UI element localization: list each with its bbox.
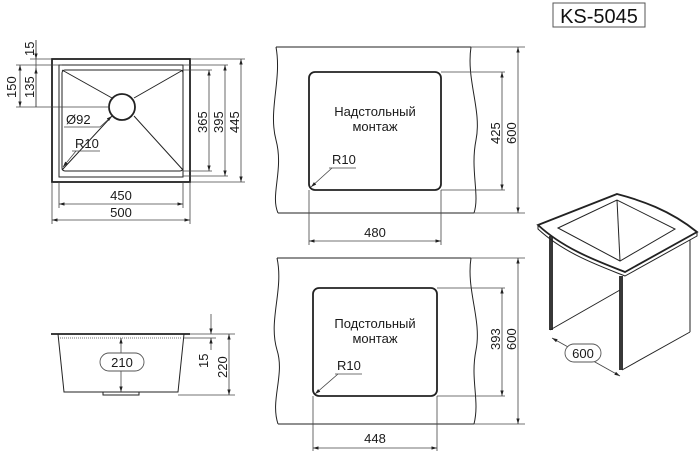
drain-hole	[108, 93, 136, 121]
dim-395: 395	[211, 111, 226, 133]
overmount-depth: 600	[504, 122, 519, 144]
undermount-label-1: Подстольный	[334, 316, 415, 331]
overmount-radius: R10	[332, 152, 356, 167]
cabinet-3d: 600	[536, 193, 699, 377]
dim-15: 15	[22, 42, 37, 56]
dim-445: 445	[227, 111, 242, 133]
dim-15-side: 15	[196, 354, 211, 368]
undermount-label-2: монтаж	[352, 331, 397, 346]
overmount-label-2: монтаж	[352, 119, 397, 134]
undermount-radius: R10	[337, 358, 361, 373]
side-view: 210 15 220	[51, 314, 235, 396]
overmount-height: 425	[488, 122, 503, 144]
top-view: Ø92 R10 15 150 135 365 395 445	[4, 40, 245, 224]
dim-450: 450	[110, 188, 132, 203]
cabinet-width: 600	[572, 346, 594, 361]
dim-220: 220	[215, 356, 230, 378]
drain-diameter-label: Ø92	[66, 112, 91, 127]
undermount-depth: 600	[504, 328, 519, 350]
undermount-cutout: Подстольный монтаж R10 393 600 448	[273, 257, 525, 451]
dim-210: 210	[111, 355, 133, 370]
overmount-label-1: Надстольный	[334, 104, 416, 119]
radius-label: R10	[75, 136, 99, 151]
dim-150: 150	[4, 76, 19, 98]
dim-500: 500	[110, 205, 132, 220]
overmount-width: 480	[364, 225, 386, 240]
undermount-width: 448	[364, 431, 386, 446]
undermount-height: 393	[488, 328, 503, 350]
overmount-cutout: Надстольный монтаж R10 425 600 480	[273, 46, 525, 245]
dim-365: 365	[195, 111, 210, 133]
dim-135: 135	[22, 76, 37, 98]
model-badge: KS-5045	[552, 2, 646, 28]
model-label: KS-5045	[560, 6, 638, 28]
